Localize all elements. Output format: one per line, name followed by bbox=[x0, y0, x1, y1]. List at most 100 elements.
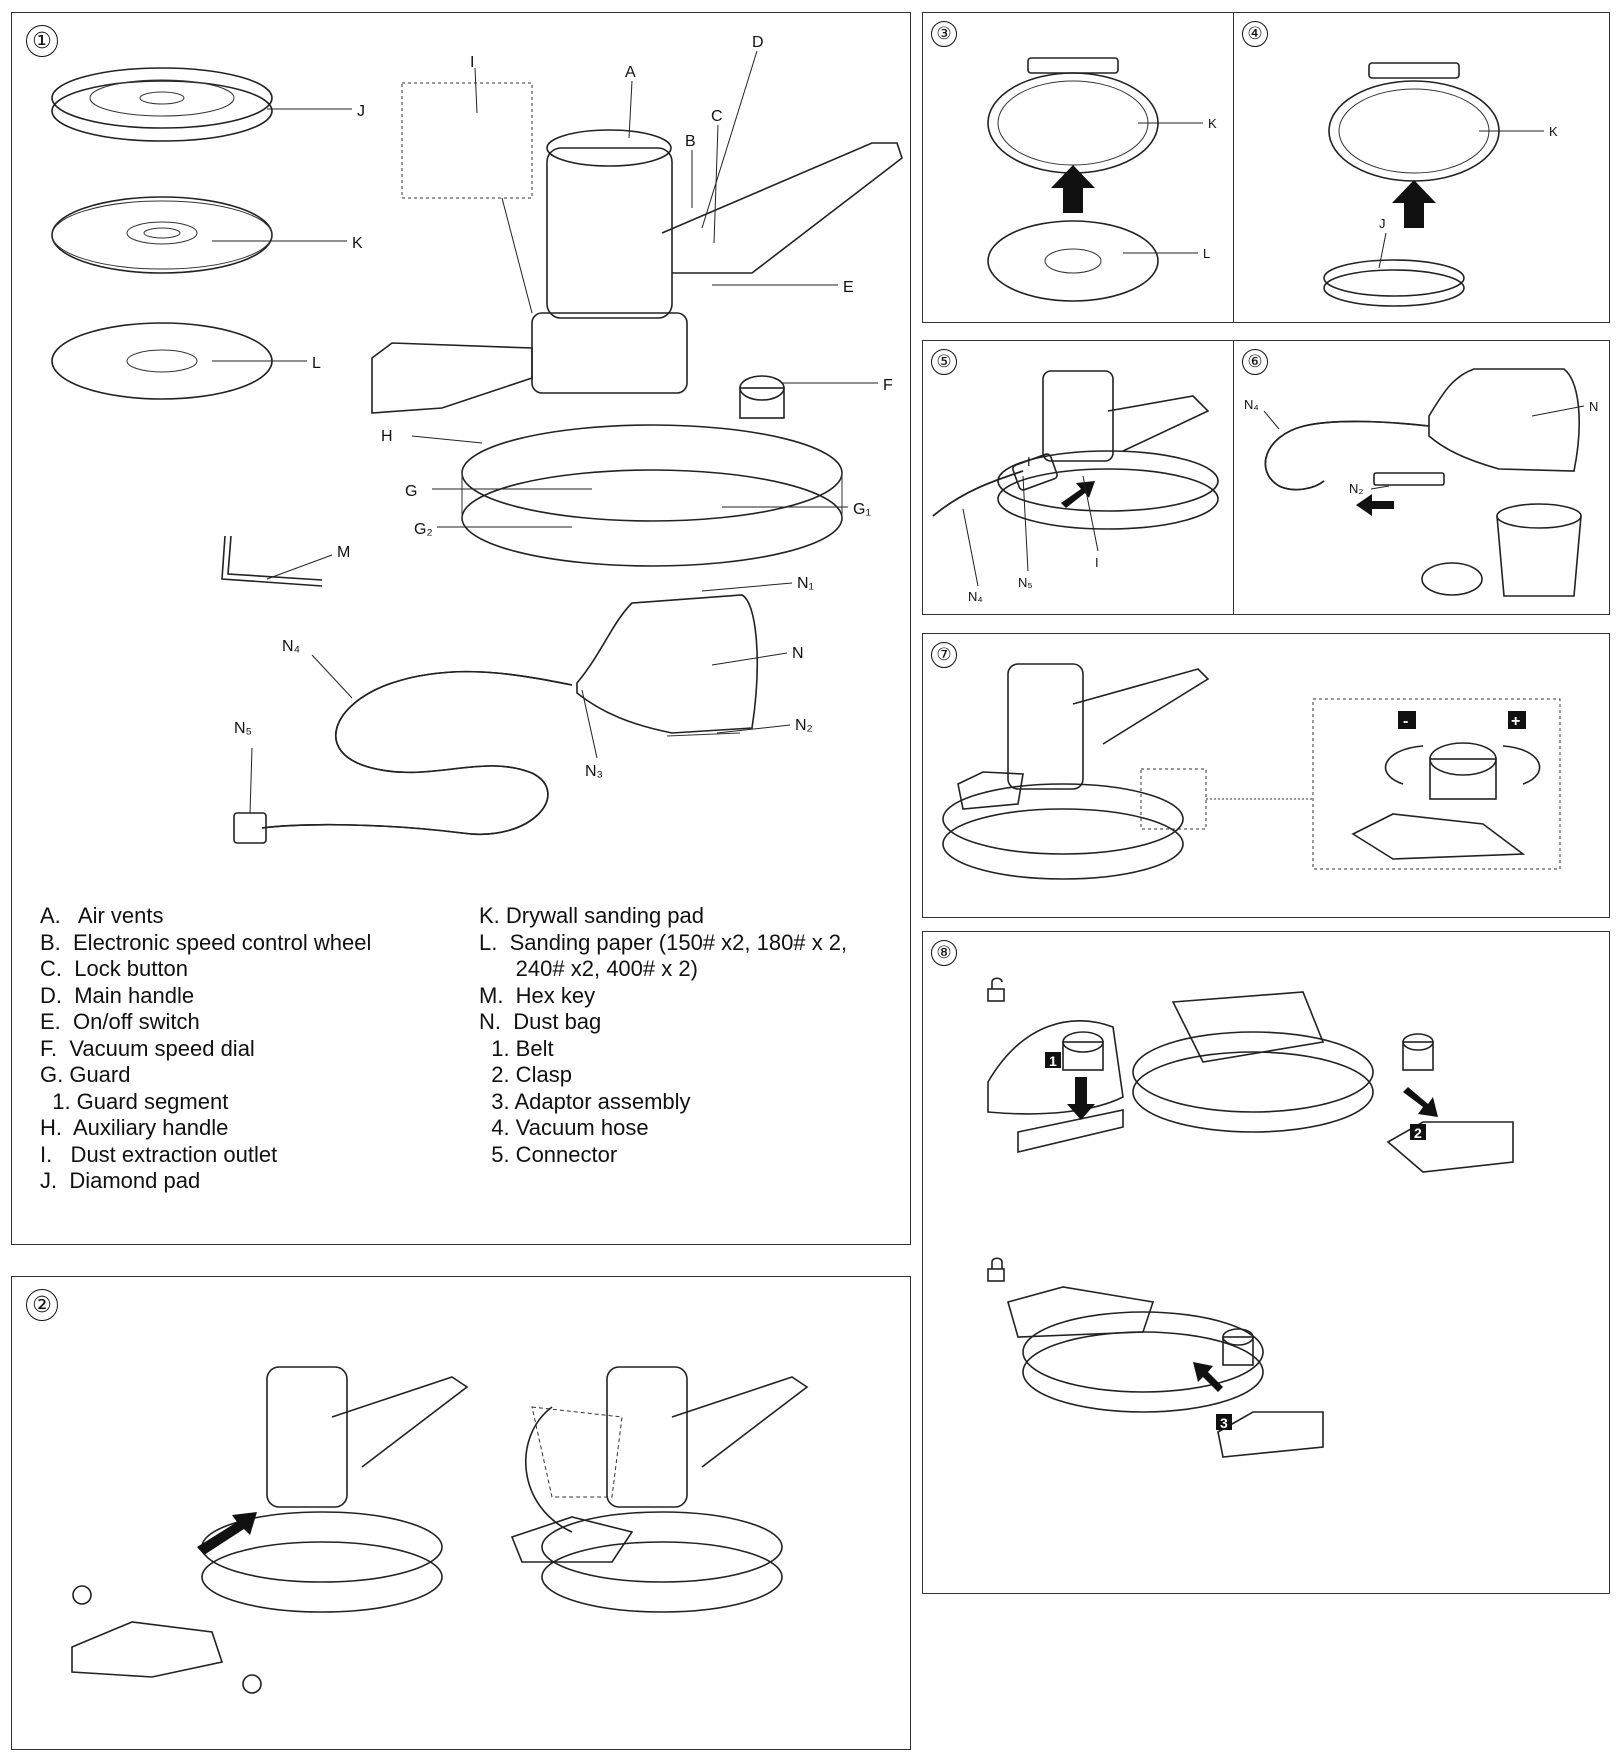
callout-i-top: I bbox=[1027, 454, 1031, 469]
callout-l: L bbox=[1203, 246, 1210, 261]
legend-item: C. Lock button bbox=[40, 956, 188, 981]
step-3-badge bbox=[1216, 1414, 1232, 1430]
panel-8: ⑧ 1 2 bbox=[922, 931, 1610, 1594]
callout-l: L bbox=[312, 355, 321, 372]
panel-number-2: ② bbox=[26, 1289, 58, 1321]
panel-1: ① J K L M bbox=[11, 12, 911, 1245]
legend-item: N. Dust bag bbox=[479, 1009, 602, 1034]
callout-n3: N₃ bbox=[585, 763, 603, 780]
legend-item: G. Guard bbox=[40, 1062, 131, 1087]
step-1-badge bbox=[1045, 1052, 1061, 1068]
callout-n4: N₄ bbox=[282, 638, 300, 655]
legend-item: 1. Belt bbox=[479, 1035, 554, 1061]
legend-item: I. Dust extraction outlet bbox=[40, 1141, 278, 1167]
parts-legend-right: K. Drywall sanding pad L. Sanding paper … bbox=[479, 903, 847, 1168]
callout-h: H bbox=[381, 428, 393, 445]
sanding-pad-illustration bbox=[51, 196, 273, 274]
dust-bag-empty-diagram: N N₄ N₂ bbox=[1244, 368, 1598, 597]
increase-label: + bbox=[1511, 713, 1520, 730]
panel-5: ⑤ N₄ N₅ I I bbox=[922, 340, 1234, 615]
exploded-parts-diagram: J K L M bbox=[51, 34, 903, 844]
legend-item: F. Vacuum speed dial bbox=[40, 1035, 255, 1061]
panel-3: ③ K L bbox=[922, 12, 1234, 323]
panel-6: ⑥ N N₄ N₂ bbox=[1233, 340, 1610, 615]
callout-b: B bbox=[685, 133, 696, 150]
panel-number-8: ⑧ bbox=[931, 940, 957, 966]
rotate-arrow-icon bbox=[524, 1406, 573, 1533]
callout-m: M bbox=[337, 544, 350, 561]
sander-illustration bbox=[371, 82, 903, 567]
callout-c: C bbox=[711, 108, 723, 125]
legend-item: H. Auxiliary handle bbox=[40, 1115, 229, 1140]
legend-item: 3. Adaptor assembly bbox=[479, 1088, 691, 1114]
hex-key-illustration bbox=[221, 535, 323, 587]
legend-item: 240# x2, 400# x 2) bbox=[479, 956, 698, 981]
insert-arrow-icon bbox=[197, 1512, 257, 1555]
callout-n4: N₄ bbox=[968, 589, 983, 604]
panel-number-4: ④ bbox=[1242, 21, 1268, 47]
auxiliary-handle-illustration bbox=[71, 1585, 262, 1694]
callout-n: N bbox=[792, 645, 804, 662]
callout-j: J bbox=[1379, 216, 1386, 231]
step-2-label: 2 bbox=[1414, 1125, 1422, 1141]
callout-f: F bbox=[883, 377, 893, 394]
sander-rotated-illustration bbox=[510, 1366, 809, 1613]
remove-arrow-icon bbox=[1356, 494, 1394, 516]
step-1-label: 1 bbox=[1049, 1053, 1057, 1069]
panel-number-7: ⑦ bbox=[931, 642, 957, 668]
legend-item: 5. Connector bbox=[479, 1141, 618, 1167]
callout-j: J bbox=[357, 103, 365, 120]
connect-arrow-icon bbox=[1061, 481, 1095, 508]
legend-item: D. Main handle bbox=[40, 982, 195, 1008]
attach-arrow-icon bbox=[1051, 165, 1095, 213]
panel-number-6: ⑥ bbox=[1242, 349, 1268, 375]
step-3-label: 3 bbox=[1220, 1415, 1228, 1431]
callout-n4: N₄ bbox=[1244, 397, 1259, 412]
vacuum-hose-connect-diagram: N₄ N₅ I I bbox=[932, 370, 1219, 604]
panel-7: ⑦ - + bbox=[922, 633, 1610, 918]
legend-item: J. Diamond pad bbox=[40, 1168, 201, 1193]
panel-number-5: ⑤ bbox=[931, 349, 957, 375]
callout-d: D bbox=[752, 34, 764, 51]
callout-i: I bbox=[1095, 555, 1099, 570]
unlock-icon bbox=[987, 977, 1005, 1002]
callout-e: E bbox=[843, 279, 854, 296]
callout-n2: N₂ bbox=[1349, 481, 1363, 496]
legend-item: 4. Vacuum hose bbox=[479, 1115, 649, 1140]
diamond-pad-attach-diagram: K J bbox=[1323, 62, 1558, 307]
decrease-label: - bbox=[1403, 713, 1408, 730]
attach-arrow-icon bbox=[1392, 180, 1436, 228]
legend-item: M. Hex key bbox=[479, 982, 596, 1008]
press-arrow-icon bbox=[1067, 1077, 1095, 1120]
callout-n1: N₁ bbox=[797, 575, 814, 592]
callout-g: G bbox=[405, 483, 417, 500]
panel-number-3: ③ bbox=[931, 21, 957, 47]
step-2-badge bbox=[1410, 1124, 1426, 1140]
callout-a: A bbox=[625, 64, 636, 81]
diamond-pad-illustration bbox=[51, 67, 273, 142]
pull-arrow-icon bbox=[1403, 1087, 1438, 1117]
panel-4: ④ K J bbox=[1233, 12, 1610, 323]
sanding-paper-attach-diagram: K L bbox=[987, 57, 1217, 302]
legend-item: A. Air vents bbox=[40, 903, 164, 928]
callout-g1: G₁ bbox=[853, 501, 871, 518]
callout-k: K bbox=[352, 235, 363, 252]
legend-item: 1. Guard segment bbox=[40, 1088, 229, 1114]
sander-illustration bbox=[201, 1366, 469, 1613]
increase-icon bbox=[1508, 711, 1526, 729]
legend-item: 2. Clasp bbox=[479, 1062, 572, 1087]
legend-item: K. Drywall sanding pad bbox=[479, 903, 705, 928]
callout-g2: G₂ bbox=[414, 521, 433, 538]
panel-number-1: ① bbox=[26, 25, 58, 57]
legend-item: E. On/off switch bbox=[40, 1009, 200, 1034]
callout-n5: N₅ bbox=[1018, 575, 1033, 590]
legend-item: B. Electronic speed control wheel bbox=[40, 929, 372, 955]
decrease-icon bbox=[1398, 711, 1416, 729]
callout-n: N bbox=[1589, 399, 1598, 414]
callout-n5: N₅ bbox=[234, 720, 252, 737]
vacuum-speed-dial-diagram: - + bbox=[942, 663, 1561, 880]
guard-segment-removal-diagram: 1 2 3 bbox=[987, 977, 1514, 1458]
lock-icon bbox=[987, 1257, 1005, 1282]
legend-item: L. Sanding paper (150# x2, 180# x 2, bbox=[479, 929, 848, 955]
dust-bag-illustration bbox=[233, 594, 758, 844]
